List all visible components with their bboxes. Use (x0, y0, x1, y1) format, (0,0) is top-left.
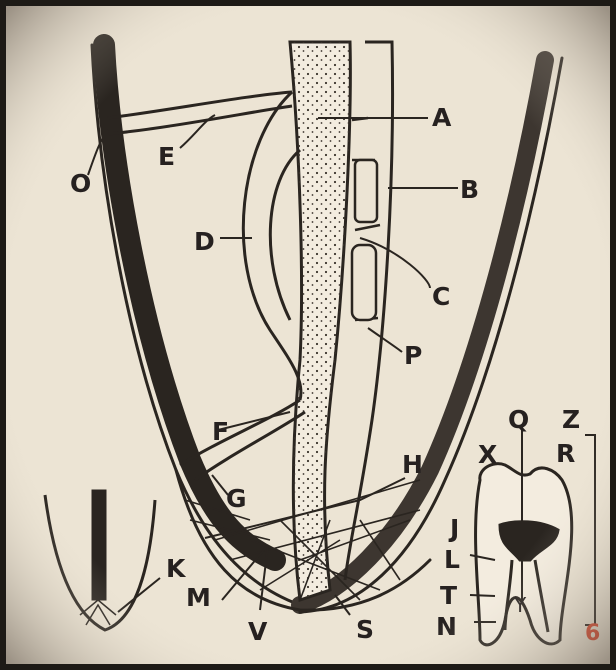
vignette-overlay (6, 6, 610, 664)
